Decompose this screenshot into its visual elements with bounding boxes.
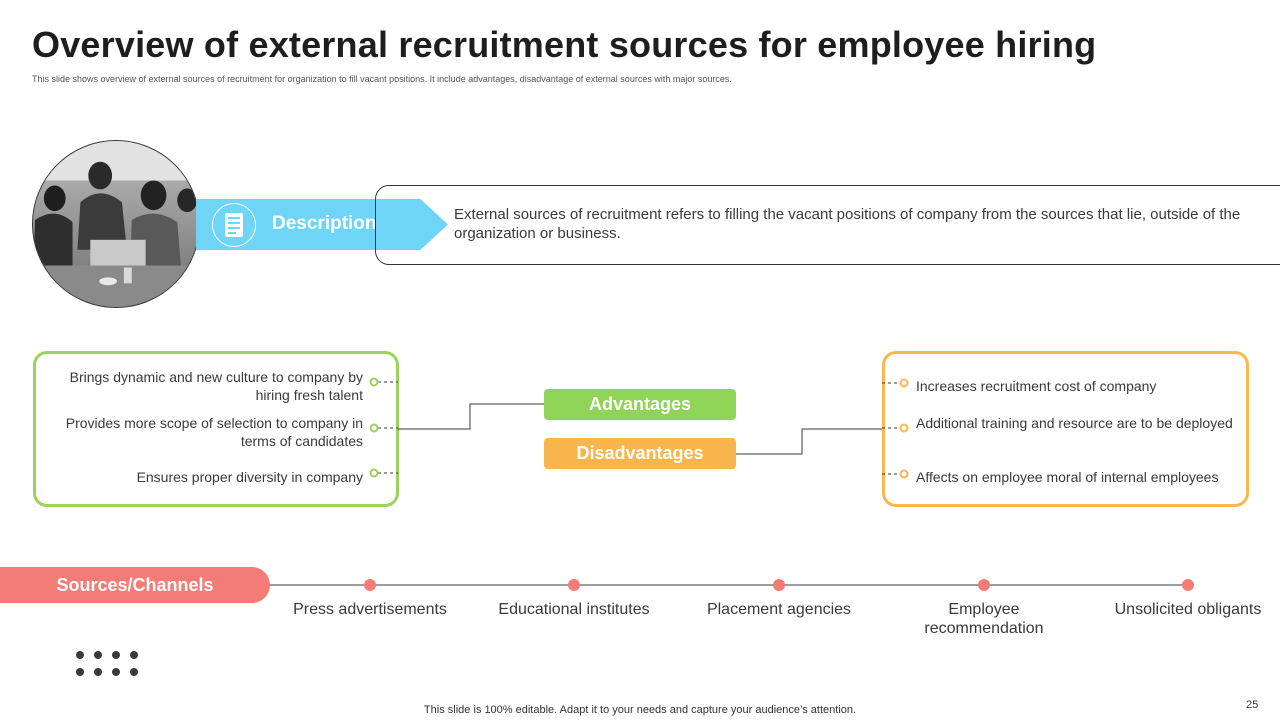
source-item: Educational institutes bbox=[498, 601, 650, 618]
disadvantages-pill: Disadvantages bbox=[544, 438, 736, 469]
document-icon bbox=[225, 213, 243, 237]
team-photo bbox=[32, 140, 200, 308]
source-item: Placement agencies bbox=[706, 601, 852, 618]
slide-title: Overview of external recruitment sources… bbox=[32, 24, 1097, 65]
source-item: Employee recommendation bbox=[924, 601, 1044, 637]
description-text: External sources of recruitment refers t… bbox=[454, 206, 1241, 242]
disadvantage-item: Increases recruitment cost of company bbox=[916, 378, 1157, 394]
advantage-item: Ensures proper diversity in company bbox=[136, 469, 363, 485]
disadvantages-box bbox=[882, 351, 1249, 507]
description-label: Description bbox=[272, 213, 377, 234]
source-item: Press advertisements bbox=[293, 601, 447, 618]
slide-footer: This slide is 100% editable. Adapt it to… bbox=[423, 704, 857, 716]
source-markers bbox=[364, 579, 1194, 591]
page-number: 25 bbox=[1246, 699, 1259, 711]
advantage-item: Brings dynamic and new culture to compan… bbox=[69, 369, 363, 403]
description-box bbox=[375, 185, 1280, 265]
advantages-pill: Advantages bbox=[544, 389, 736, 420]
description-icon-ring bbox=[212, 203, 256, 247]
slide-subtitle: This slide shows overview of external so… bbox=[32, 74, 732, 84]
advantages-box bbox=[33, 351, 399, 507]
source-item: Unsolicited obligants bbox=[1114, 601, 1262, 618]
disadvantage-item: Additional training and resource are to … bbox=[916, 415, 1233, 431]
sources-channels-tab: Sources/Channels bbox=[0, 567, 270, 603]
disadvantage-item: Affects on employee moral of internal em… bbox=[916, 469, 1219, 485]
decorative-dots bbox=[72, 648, 140, 678]
advantage-item: Provides more scope of selection to comp… bbox=[65, 415, 363, 449]
